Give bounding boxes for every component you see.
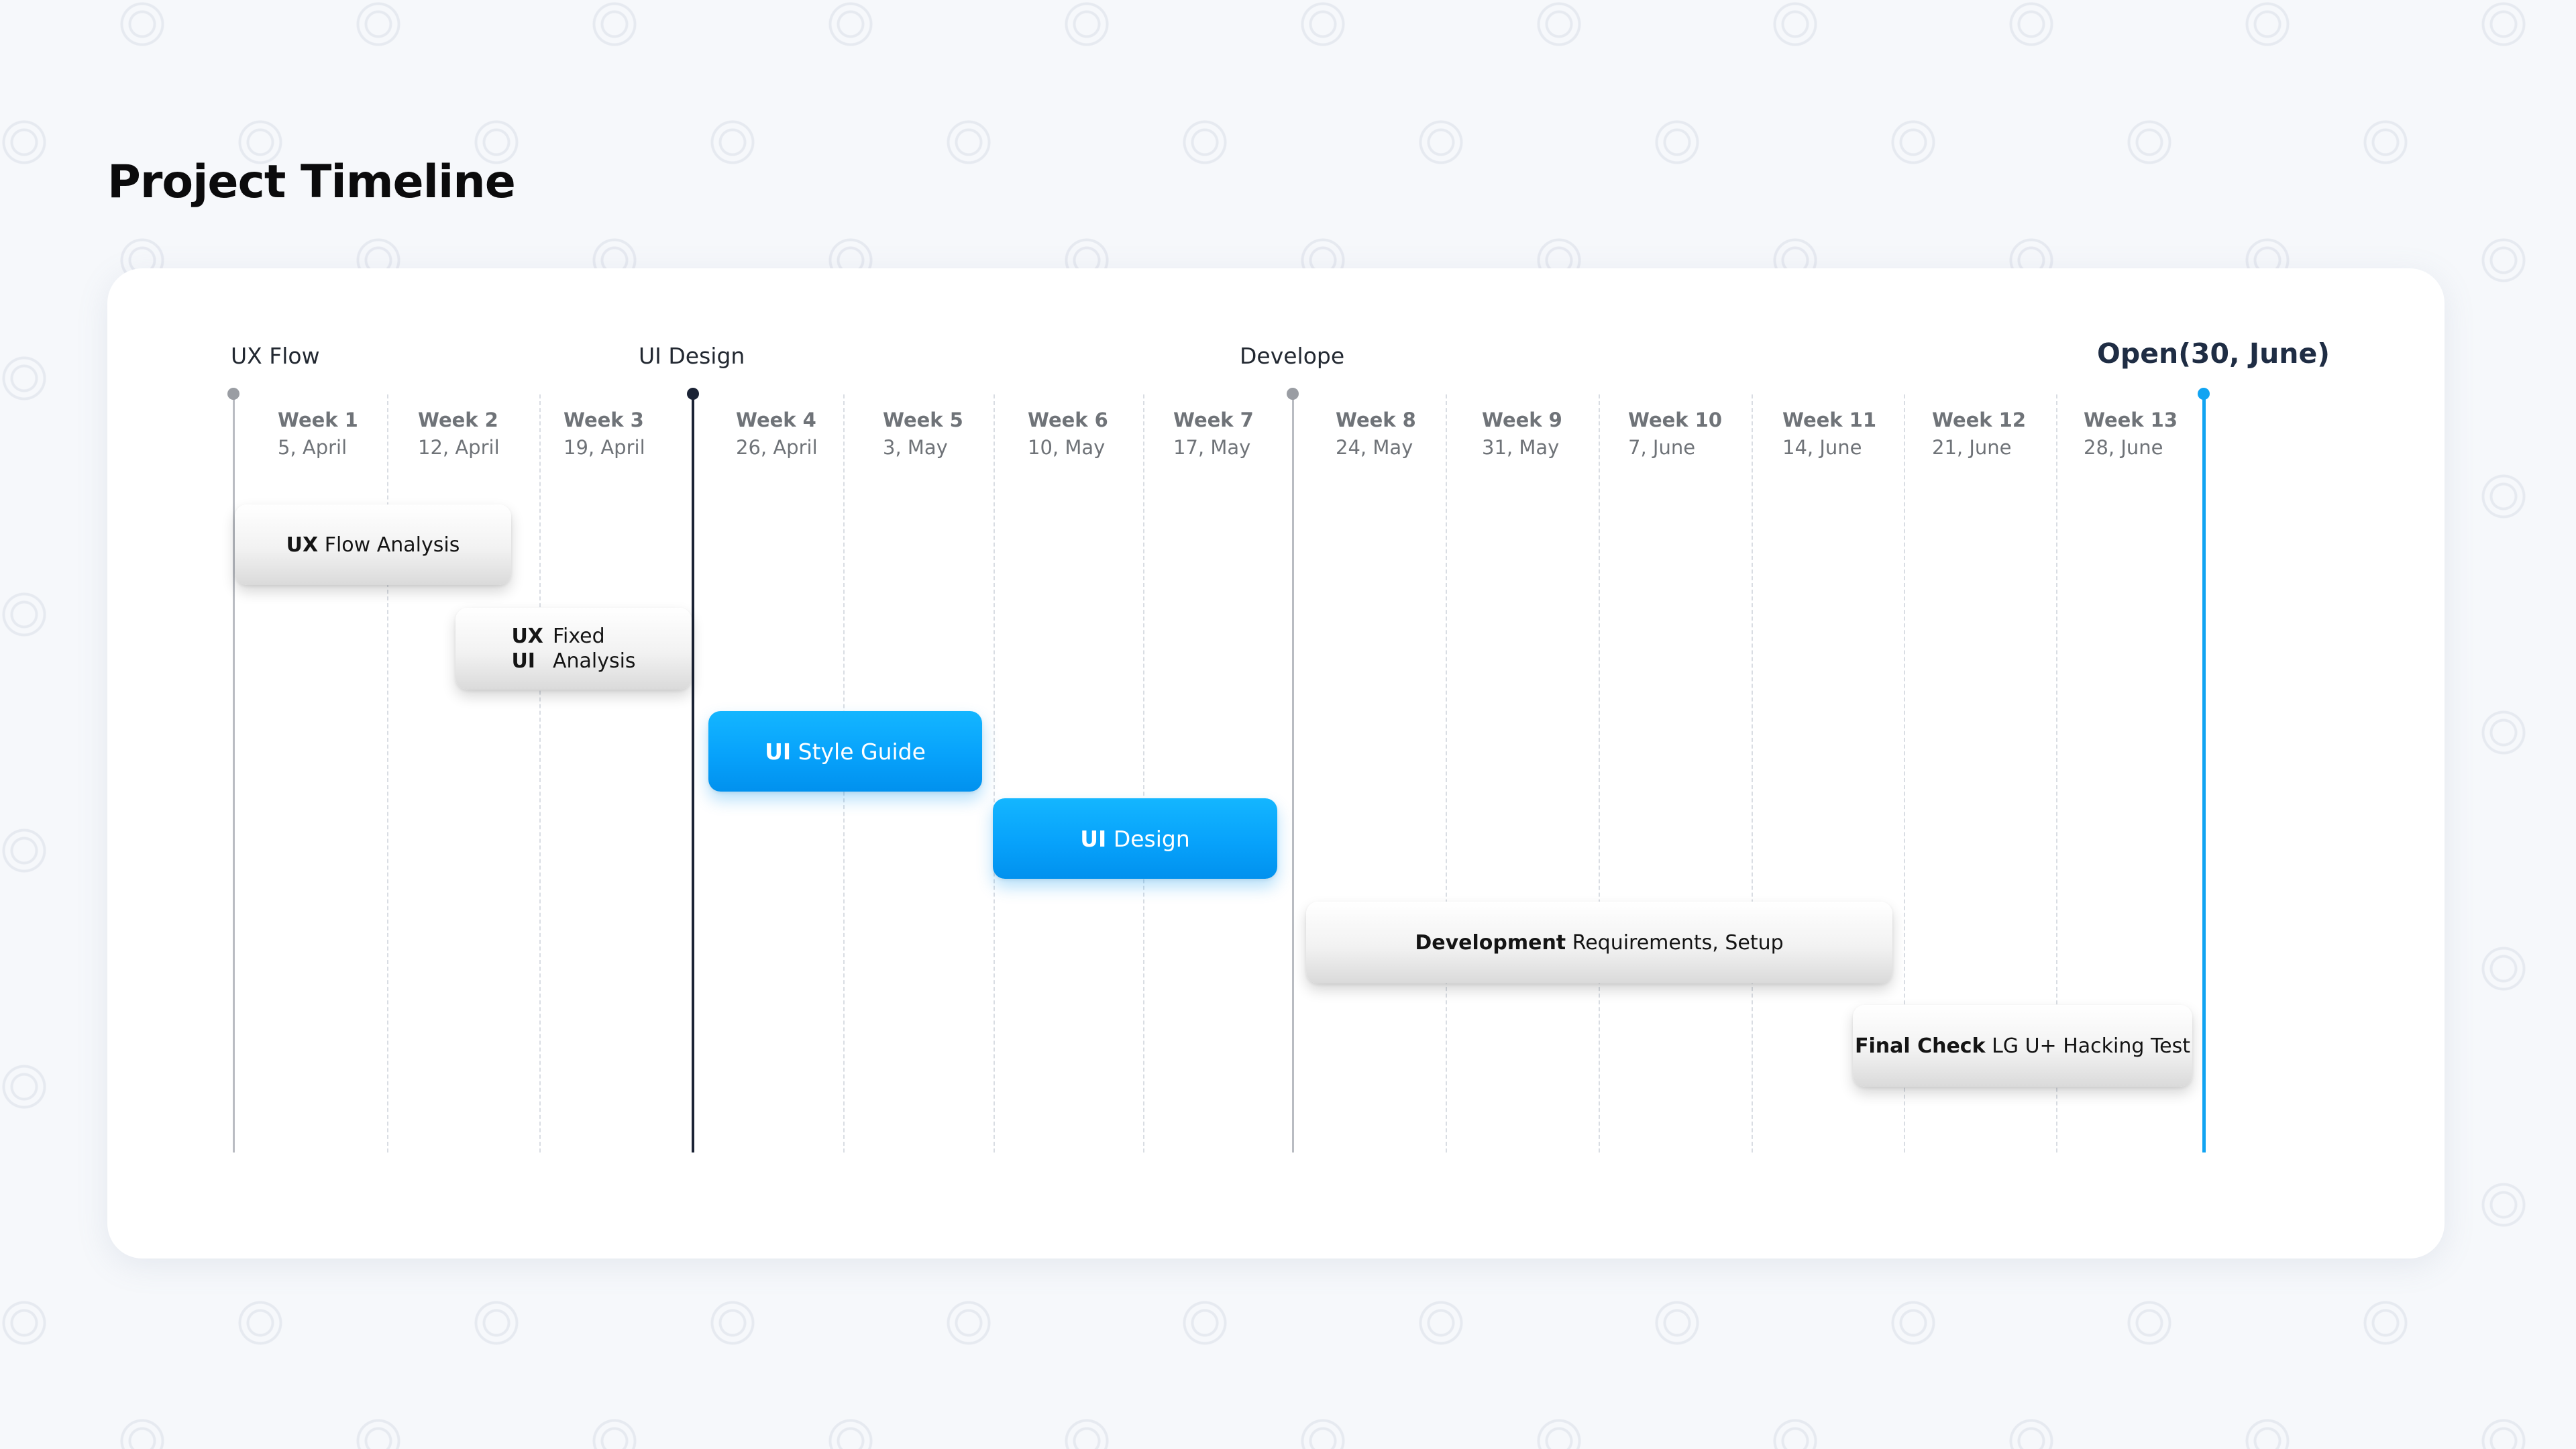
milestone-line-develope (1292, 394, 1294, 1152)
week-header-6: Week 6 10, May (1028, 407, 1108, 462)
week-divider (1904, 394, 1905, 1152)
week-date: 14, June (1782, 436, 1862, 459)
week-divider (1446, 394, 1447, 1152)
week-divider (539, 394, 541, 1152)
task-bold-label: UX (286, 533, 319, 557)
week-label: Week 4 (736, 409, 816, 431)
task-development-setup[interactable]: Development Requirements, Setup (1306, 902, 1892, 983)
week-header-12: Week 12 21, June (1932, 407, 2026, 462)
week-divider (387, 394, 388, 1152)
task-label: Flow Analysis (324, 533, 460, 557)
week-date: 12, April (418, 436, 500, 459)
week-header-7: Week 7 17, May (1173, 407, 1254, 462)
task-final-check[interactable]: Final Check LG U+ Hacking Test (1853, 1005, 2192, 1087)
week-label: Week 5 (883, 409, 963, 431)
task-ui-design[interactable]: UI Design (993, 798, 1277, 879)
task-bold-label: Development (1415, 930, 1566, 955)
week-date: 17, May (1173, 436, 1251, 459)
week-label: Week 10 (1628, 409, 1723, 431)
week-divider (994, 394, 995, 1152)
week-label: Week 11 (1782, 409, 1877, 431)
task-label: Style Guide (798, 738, 926, 765)
week-label: Week 8 (1336, 409, 1416, 431)
week-label: Week 13 (2084, 409, 2178, 431)
week-date: 19, April (564, 436, 645, 459)
week-divider (1599, 394, 1600, 1152)
task-ux-fixed-ui-analysis[interactable]: UX Fixed UI Analysis (455, 608, 692, 690)
week-label: Week 7 (1173, 409, 1254, 431)
week-label: Week 6 (1028, 409, 1108, 431)
week-header-4: Week 4 26, April (736, 407, 818, 462)
week-divider (1752, 394, 1753, 1152)
week-header-13: Week 13 28, June (2084, 407, 2178, 462)
milestone-line-ux-flow (233, 394, 235, 1152)
week-date: 10, May (1028, 436, 1106, 459)
milestone-dot-develope (1287, 388, 1299, 400)
milestone-line-ui-design (692, 394, 694, 1152)
week-label: Week 2 (418, 409, 498, 431)
task-bold-label: UI (765, 738, 792, 765)
week-date: 5, April (278, 436, 347, 459)
task-ui-style-guide[interactable]: UI Style Guide (708, 711, 982, 792)
week-date: 3, May (883, 436, 948, 459)
week-header-1: Week 1 5, April (278, 407, 358, 462)
task-bold-label: UI (511, 649, 535, 673)
week-header-10: Week 10 7, June (1628, 407, 1722, 462)
page-title: Project Timeline (107, 156, 516, 209)
milestone-dot-ux-flow (227, 388, 239, 400)
week-date: 31, May (1482, 436, 1560, 459)
week-label: Week 1 (278, 409, 358, 431)
phase-label-ui-design: UI Design (639, 343, 745, 369)
week-header-2: Week 2 12, April (418, 407, 500, 462)
week-date: 21, June (1932, 436, 2012, 459)
task-label: Requirements, Setup (1572, 930, 1784, 955)
week-label: Week 3 (564, 409, 644, 431)
phase-label-ux-flow: UX Flow (231, 343, 320, 369)
week-label: Week 9 (1482, 409, 1562, 431)
week-header-8: Week 8 24, May (1336, 407, 1416, 462)
task-label: Fixed (552, 625, 605, 648)
week-label: Week 12 (1932, 409, 2027, 431)
phase-label-open: Open(30, June) (2097, 337, 2330, 370)
week-date: 28, June (2084, 436, 2163, 459)
task-bold-label: UI (1080, 825, 1107, 852)
task-label: LG U+ Hacking Test (1992, 1034, 2191, 1058)
milestone-dot-ui-design (687, 388, 699, 400)
task-bold-label: UX (511, 625, 543, 648)
week-header-11: Week 11 14, June (1782, 407, 1876, 462)
task-label: Design (1113, 825, 1190, 852)
task-label: Analysis (552, 649, 636, 673)
phase-label-develope: Develope (1240, 343, 1345, 369)
week-date: 26, April (736, 436, 818, 459)
milestone-line-open (2202, 394, 2206, 1152)
week-header-9: Week 9 31, May (1482, 407, 1562, 462)
week-header-5: Week 5 3, May (883, 407, 963, 462)
week-divider (2056, 394, 2057, 1152)
task-ux-flow-analysis[interactable]: UX Flow Analysis (235, 504, 511, 585)
week-date: 24, May (1336, 436, 1413, 459)
timeline-card (107, 268, 2445, 1258)
week-header-3: Week 3 19, April (564, 407, 645, 462)
week-divider (1143, 394, 1144, 1152)
task-bold-label: Final Check (1854, 1034, 1986, 1058)
milestone-dot-open (2198, 388, 2210, 400)
week-date: 7, June (1628, 436, 1696, 459)
